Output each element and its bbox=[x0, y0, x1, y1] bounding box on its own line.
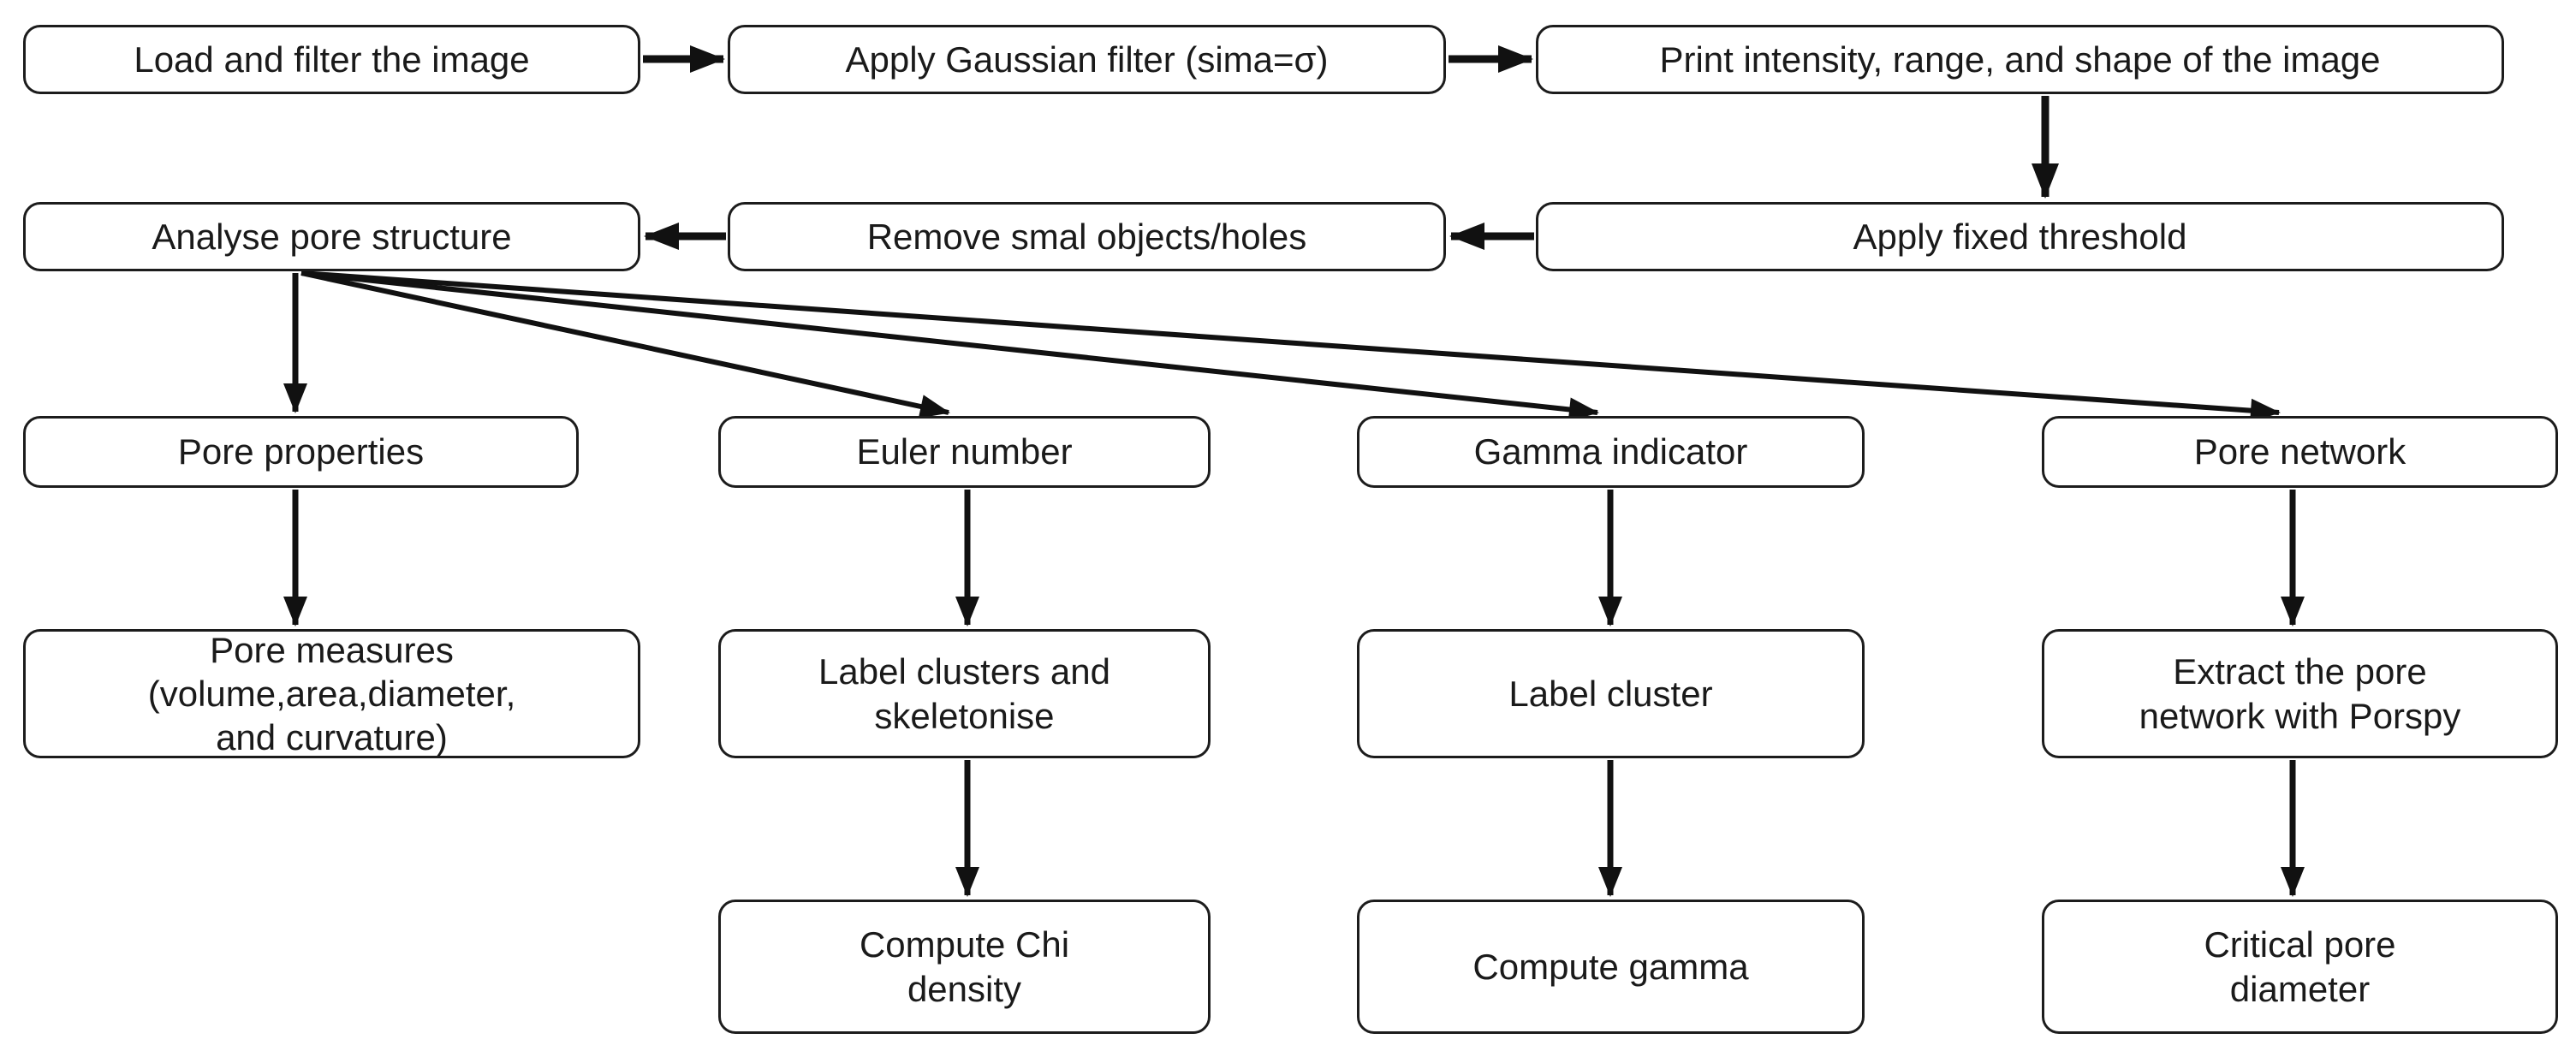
node-compute-chi-density: Compute Chi density bbox=[718, 900, 1211, 1034]
node-pore-network: Pore network bbox=[2042, 416, 2558, 488]
edge-analyse-to-network bbox=[300, 270, 2281, 423]
node-pore-properties: Pore properties bbox=[23, 416, 579, 488]
node-euler-number: Euler number bbox=[718, 416, 1211, 488]
edge-analyse-to-gamma bbox=[300, 270, 1599, 422]
node-apply-fixed-threshold: Apply fixed threshold bbox=[1536, 202, 2504, 271]
node-apply-gaussian-filter: Apply Gaussian filter (sima=σ) bbox=[728, 25, 1446, 94]
node-print-intensity-range-shape: Print intensity, range, and shape of the… bbox=[1536, 25, 2504, 94]
node-label-cluster: Label cluster bbox=[1357, 629, 1865, 758]
node-extract-pore-network-porspy: Extract the pore network with Porspy bbox=[2042, 629, 2558, 758]
node-gamma-indicator: Gamma indicator bbox=[1357, 416, 1865, 488]
edge-analyse-to-euler bbox=[300, 270, 950, 419]
node-compute-gamma: Compute gamma bbox=[1357, 900, 1865, 1034]
node-label-clusters-and-skeletonise: Label clusters and skeletonise bbox=[718, 629, 1211, 758]
node-critical-pore-diameter: Critical pore diameter bbox=[2042, 900, 2558, 1034]
node-pore-measures: Pore measures (volume,area,diameter, and… bbox=[23, 629, 640, 758]
node-remove-small-objects-holes: Remove smal objects/holes bbox=[728, 202, 1446, 271]
node-analyse-pore-structure: Analyse pore structure bbox=[23, 202, 640, 271]
node-load-and-filter-image: Load and filter the image bbox=[23, 25, 640, 94]
